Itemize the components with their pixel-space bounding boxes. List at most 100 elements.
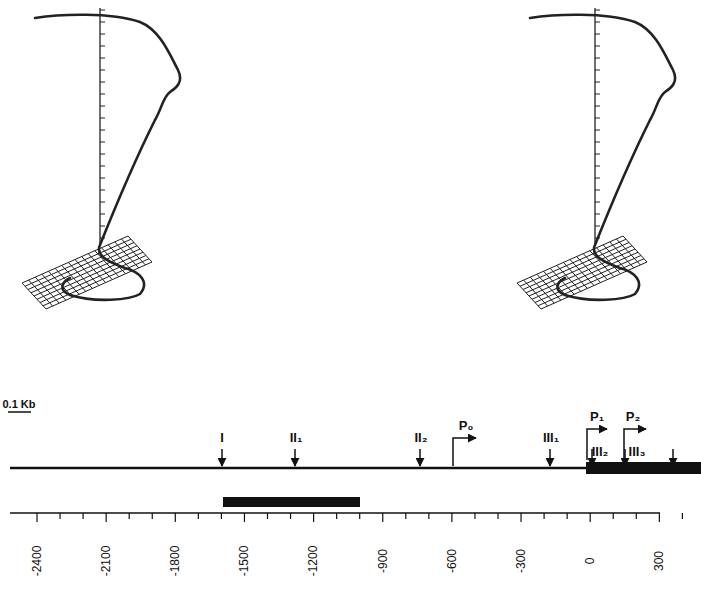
site-label: II₂ [415, 431, 428, 444]
axis-tick-label: -2100 [100, 546, 112, 577]
stroke [474, 513, 475, 519]
stroke [359, 513, 360, 519]
stroke [100, 10, 105, 11]
axis-tick-label: -2400 [31, 546, 43, 577]
stroke [595, 154, 600, 155]
stroke [100, 106, 105, 107]
stroke [520, 513, 521, 522]
stroke [595, 130, 600, 131]
stroke [267, 513, 268, 519]
axis-tick-label: 0 [584, 558, 596, 565]
stroke [175, 513, 176, 522]
stroke [595, 94, 600, 95]
site-label: P₀ [459, 419, 474, 432]
stroke [313, 513, 314, 522]
stroke [595, 202, 600, 203]
stroke [382, 513, 383, 522]
stroke [59, 513, 60, 519]
stroke [532, 252, 638, 299]
stroke [106, 513, 107, 522]
site-label: III₁ [543, 431, 559, 444]
site-label: III₂ [592, 445, 609, 458]
stroke [100, 58, 105, 59]
stroke [100, 214, 105, 215]
stroke [595, 142, 600, 143]
stroke [529, 249, 635, 296]
stroke [40, 256, 146, 303]
stroke [595, 22, 600, 23]
stereo-plot [517, 8, 675, 309]
stroke [595, 70, 600, 71]
stroke [100, 94, 105, 95]
stroke [221, 513, 222, 519]
stroke [336, 513, 337, 519]
stereo-plot [22, 8, 180, 309]
stroke [152, 513, 153, 519]
axis-tick-label: -1500 [238, 546, 250, 577]
stroke [595, 166, 600, 167]
stroke [100, 202, 105, 203]
stroke [451, 513, 452, 522]
stroke [100, 226, 105, 227]
stroke [405, 513, 406, 519]
stroke [595, 226, 600, 227]
axis-tick-label: -900 [377, 549, 389, 573]
site-label: 0.1 Kb [2, 399, 35, 410]
stroke [595, 190, 600, 191]
stroke [428, 513, 429, 519]
stroke [590, 513, 591, 522]
stroke [100, 178, 105, 179]
stroke [100, 70, 105, 71]
stroke [100, 166, 105, 167]
stroke [595, 58, 600, 59]
stroke [595, 46, 600, 47]
stroke [100, 46, 105, 47]
stroke [595, 106, 600, 107]
site-label: P₂ [626, 410, 640, 423]
stroke [567, 513, 568, 519]
stroke [31, 246, 137, 293]
stroke [82, 513, 83, 519]
stroke [636, 513, 637, 519]
axis-tick-label: -1800 [169, 546, 181, 577]
stroke [129, 513, 130, 519]
stroke [36, 513, 37, 522]
stroke [595, 82, 600, 83]
stroke [595, 10, 600, 11]
stroke [595, 118, 600, 119]
axis-tick-label: -1200 [308, 546, 320, 577]
stroke [100, 190, 105, 191]
stroke [100, 118, 105, 119]
stroke [595, 214, 600, 215]
stroke [100, 154, 105, 155]
site-label: III₃ [629, 445, 646, 458]
site-label: II₁ [290, 431, 303, 444]
site-label: I [220, 431, 224, 444]
stroke [682, 513, 683, 519]
stroke [100, 142, 105, 143]
stroke [595, 34, 600, 35]
stroke [535, 256, 641, 303]
stroke [543, 513, 544, 519]
stroke [659, 513, 660, 522]
stroke [34, 249, 140, 296]
site-label: P₁ [590, 410, 604, 423]
stroke [22, 236, 128, 283]
axis-tick-label: -300 [515, 549, 527, 573]
stroke [526, 246, 632, 293]
stroke [100, 34, 105, 35]
stroke [595, 178, 600, 179]
stroke [517, 236, 623, 283]
stroke [100, 82, 105, 83]
stroke [613, 513, 614, 519]
stroke [497, 513, 498, 519]
stroke [37, 252, 143, 299]
axis-tick-label: 300 [653, 551, 665, 571]
stroke [100, 22, 105, 23]
axis-tick-label: -600 [446, 549, 458, 573]
stroke [244, 513, 245, 522]
stroke [290, 513, 291, 519]
stroke [198, 513, 199, 519]
stroke [100, 130, 105, 131]
